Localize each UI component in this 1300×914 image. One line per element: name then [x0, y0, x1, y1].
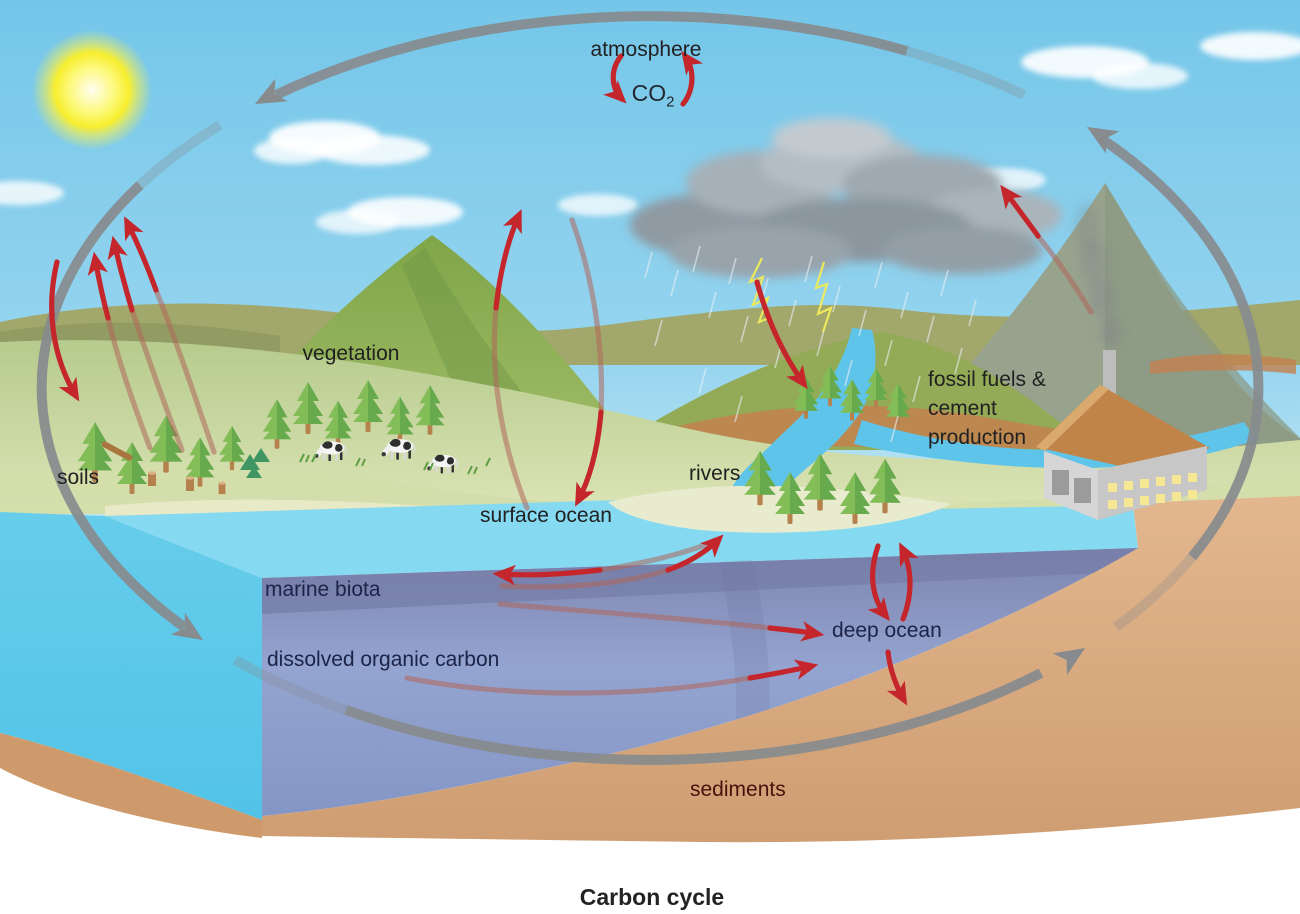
cycle-arc-top — [273, 11, 909, 100]
sediments-front-left — [0, 733, 262, 838]
label-fossil-fuels: fossil fuels & cement production — [928, 366, 1046, 453]
sun-icon — [32, 30, 152, 150]
label-dissolved-organic-carbon: dissolved organic carbon — [267, 648, 500, 671]
ocean-front-face — [0, 512, 262, 820]
flux-arrow-surface-to-deep — [867, 543, 890, 622]
cows — [299, 438, 491, 475]
sediments-area — [262, 496, 1300, 843]
cycle-arc-bottom-tail — [232, 655, 348, 715]
cycle-arrowhead-top-right — [1087, 127, 1120, 154]
label-marine-biota: marine biota — [265, 578, 381, 601]
cycle-arrowheads — [170, 78, 1120, 676]
cycle-arc-right-tail — [1113, 553, 1196, 632]
rain — [644, 245, 977, 443]
label-co2: CO2 — [632, 78, 675, 113]
factory-doors — [1052, 470, 1091, 503]
label-surface-ocean: surface ocean — [480, 504, 612, 527]
fossil-line-2: cement — [928, 396, 997, 420]
storm-cloud — [630, 118, 1062, 278]
fossil-line-3: production — [928, 425, 1027, 449]
flux-heads — [49, 50, 1041, 706]
cycle-arrowhead-top-left — [255, 78, 288, 104]
flux-arrow-doc-to-deep — [747, 659, 819, 681]
flux-arrow-atmosphere-to-ocean — [575, 409, 604, 507]
cycle-arc-bottom — [344, 668, 1044, 765]
label-sediments: sediments — [690, 778, 786, 801]
flux-arrows — [49, 50, 1094, 706]
cycle-arc-left — [36, 181, 187, 632]
label-deep-ocean: deep ocean — [832, 619, 942, 642]
flux-arrow-soils-up-1 — [87, 251, 111, 321]
flux-arrow-atmosphere-to-soils — [49, 259, 80, 402]
label-vegetation: vegetation — [302, 342, 400, 365]
factory — [1036, 202, 1210, 520]
fossil-line-1: fossil fuels & — [928, 368, 1046, 391]
cycle-arc-left-tail — [136, 120, 223, 189]
label-atmosphere: atmosphere — [590, 38, 702, 61]
flux-arrow-rain-to-rivers — [754, 279, 808, 390]
cycle-arrowhead-bottom-right — [1052, 648, 1085, 676]
flux-arrow-co2-up — [680, 50, 703, 107]
co2-subscript: 2 — [666, 93, 675, 111]
cycle-arc-top-tail — [905, 46, 1027, 100]
factory-windows — [1108, 473, 1197, 509]
flux-arrow-surface-to-biota — [492, 564, 603, 586]
label-rivers: rivers — [689, 462, 741, 485]
flux-arrow-biota-to-surface — [665, 534, 724, 573]
flux-arrow-biota-to-deep — [767, 621, 825, 642]
flux-arrow-deep-to-surface — [899, 542, 919, 622]
cycle-arrowhead-bottom-left — [170, 612, 203, 640]
diagram-title: Carbon cycle — [579, 884, 725, 910]
cycle-arrows — [36, 11, 1264, 765]
flux-arrow-soils-up-2 — [107, 235, 135, 313]
factory-chimney — [1103, 350, 1116, 396]
fields — [0, 340, 1300, 514]
white-clouds — [0, 32, 1300, 234]
factory-smoke — [1074, 202, 1120, 347]
co2-base: CO — [631, 80, 667, 106]
flux-arrow-ocean-to-atmosphere — [493, 209, 522, 311]
flux-arrow-fossil-to-atmosphere — [1000, 184, 1041, 239]
soils-trees — [77, 415, 270, 495]
cycle-arc-right — [1099, 134, 1264, 561]
flux-tails — [105, 217, 1094, 696]
lightning — [747, 257, 833, 333]
flux-arrow-soils-up-3 — [124, 216, 159, 293]
label-soils: soils — [57, 466, 100, 489]
flux-arrow-deep-to-sediments — [885, 649, 908, 706]
flux-arrow-co2-down — [603, 53, 627, 104]
upwelling-shadow — [720, 560, 770, 742]
marine-biota-band — [262, 548, 1138, 614]
